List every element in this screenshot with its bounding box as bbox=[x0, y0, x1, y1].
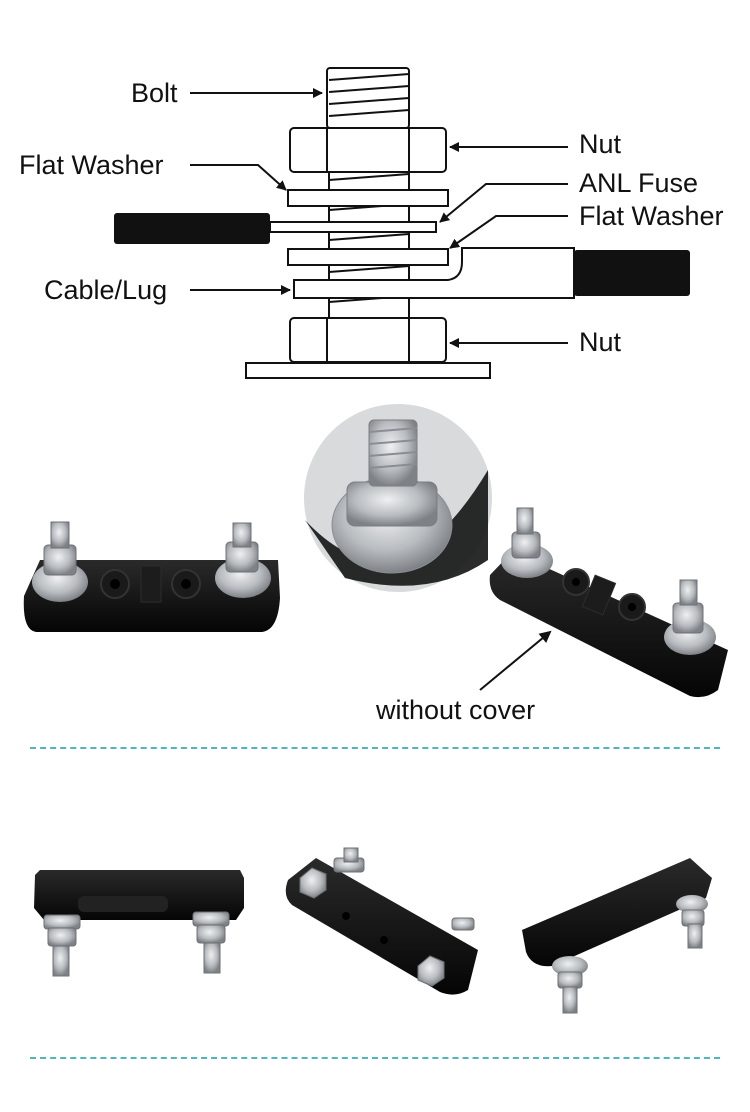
top-nut-shape bbox=[289, 127, 447, 173]
fuse-holder-underside-view bbox=[285, 847, 478, 995]
leader-arrows bbox=[190, 88, 568, 348]
section-divider-bottom bbox=[30, 1057, 720, 1059]
base-plate-shape bbox=[245, 362, 491, 379]
anl-fuse-label: ANL Fuse bbox=[579, 168, 699, 198]
bolt-closeup-photo bbox=[304, 404, 492, 592]
fuse-holder-photo-left bbox=[23, 521, 280, 632]
fuse-holder-photo-right bbox=[489, 507, 728, 698]
upper-washer-shape bbox=[287, 189, 449, 207]
bolt-label: Bolt bbox=[131, 78, 178, 108]
anl-fuse-shape bbox=[114, 213, 437, 244]
lower-washer-shape bbox=[287, 248, 449, 266]
section-divider-top bbox=[30, 747, 720, 749]
fuse-holder-angled-view bbox=[522, 858, 712, 1014]
flat-washer-right-label: Flat Washer bbox=[579, 201, 724, 231]
nut-bottom-label: Nut bbox=[579, 327, 622, 357]
without-cover-caption: without cover bbox=[376, 695, 536, 725]
caption-arrow bbox=[479, 630, 552, 691]
exploded-assembly-diagram bbox=[114, 67, 690, 379]
flat-washer-left-label: Flat Washer bbox=[19, 150, 164, 180]
cable-lug-shape bbox=[293, 247, 690, 299]
nut-top-label: Nut bbox=[579, 129, 622, 159]
product-photos-middle bbox=[23, 404, 728, 698]
cable-lug-label: Cable/Lug bbox=[44, 275, 168, 305]
fuse-holder-side-view bbox=[34, 870, 244, 977]
